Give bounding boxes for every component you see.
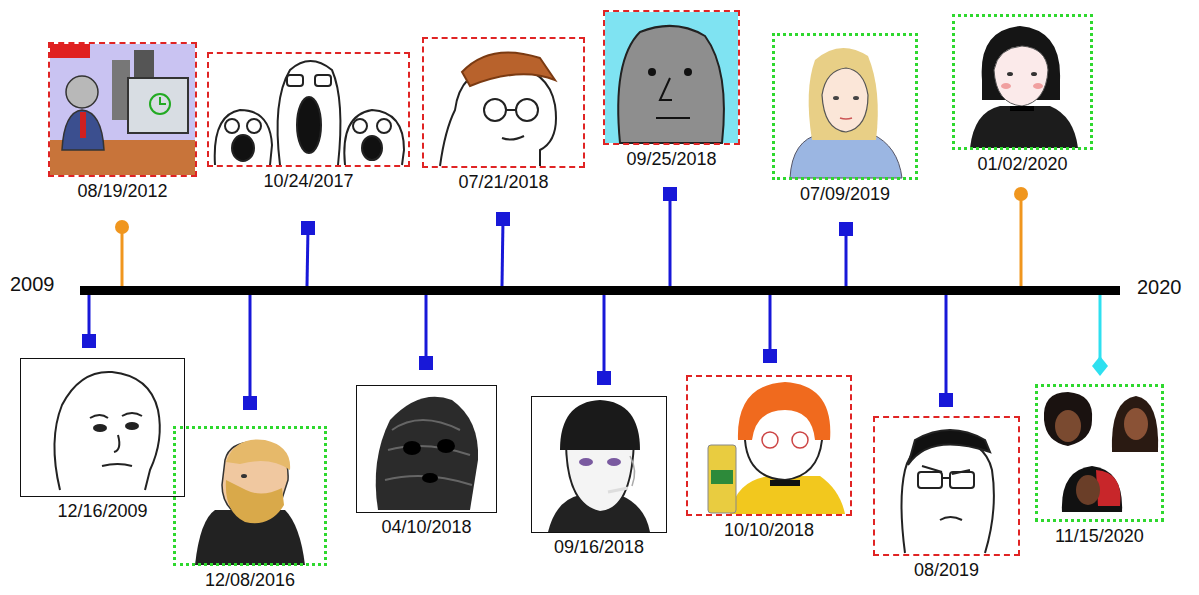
axis-year: 2020 [1137,275,1182,299]
meme-card: 04/10/2018 [356,385,497,538]
soyjaks-drawing [215,61,404,165]
blonde-girl-drawing [790,48,902,178]
desk-drawing [50,44,195,175]
void-drawing [376,397,478,510]
date-label: 01/02/2020 [952,153,1093,175]
image-frame [1035,384,1164,522]
doomer-drawing [548,400,650,532]
glasses-guy-drawing [440,52,556,166]
meme-card: 11/15/2020 [1035,384,1164,547]
date-label: 09/16/2018 [531,536,667,558]
date-label: 12/08/2016 [173,569,327,591]
dark-haired-girl-drawing [970,26,1078,148]
meme-card: 08/19/2012 [48,42,197,202]
image-frame [422,37,585,168]
date-label: 04/10/2018 [356,516,497,538]
wojak-drawing [54,372,159,490]
date-label: 08/2019 [873,559,1020,581]
image-frame [531,396,667,533]
date-label: 10/24/2017 [207,170,410,192]
axis-year: 2009 [10,272,55,296]
image-frame [20,358,185,497]
date-label: 07/09/2019 [772,183,918,205]
image-frame [873,416,1020,556]
image-frame [772,33,918,180]
date-label: 08/19/2012 [48,180,197,202]
chad-drawing [195,439,305,565]
image-frame [603,10,740,145]
date-label: 12/16/2009 [20,500,185,522]
npc-drawing [605,12,738,143]
timeline-bar [80,286,1120,295]
date-label: 09/25/2018 [603,148,740,170]
image-frame [356,385,497,513]
image-frame [173,426,327,566]
meme-card: 08/2019 [873,416,1020,581]
meme-card: 07/21/2018 [422,37,585,193]
meme-card: 10/10/2018 [686,375,852,541]
meme-card: 07/09/2019 [772,33,918,205]
image-frame [48,42,197,177]
meme-card: 12/08/2016 [173,426,327,591]
image-frame [207,52,410,167]
angry-soyjak-drawing [902,430,994,553]
date-label: 07/21/2018 [422,171,585,193]
image-frame [952,14,1093,150]
timeline-stems [82,187,1108,410]
date-label: 10/10/2018 [686,519,852,541]
meme-card: 01/02/2020 [952,14,1093,175]
meme-card: 09/16/2018 [531,396,667,558]
image-frame [686,375,852,516]
orange-girl-drawing [708,382,845,514]
meme-card: 12/16/2009 [20,358,185,522]
meme-card: 09/25/2018 [603,10,740,170]
meme-card: 10/24/2017 [207,52,410,192]
three-girls-drawing [1044,392,1158,512]
date-label: 11/15/2020 [1035,525,1164,547]
